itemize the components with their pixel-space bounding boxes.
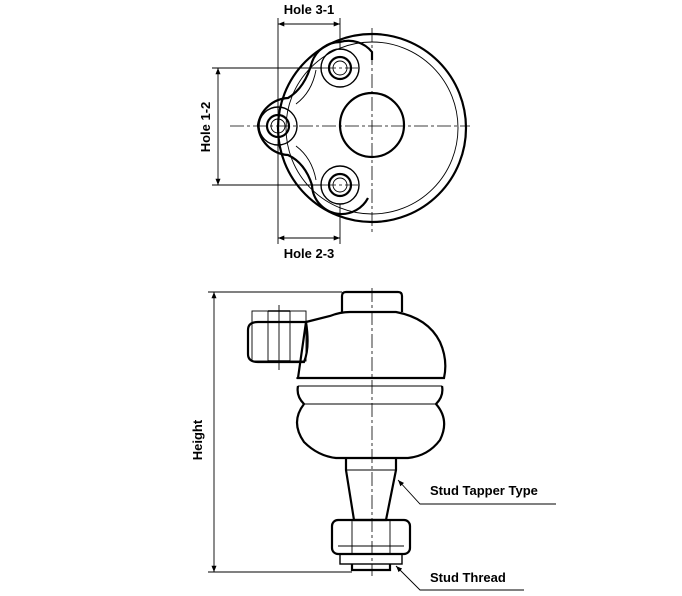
hole-3-1-label: Hole 3-1 [284, 2, 335, 17]
height-label: Height [190, 419, 205, 460]
flange-arm [246, 320, 309, 364]
hole-1-2-label: Hole 1-2 [198, 102, 213, 153]
upper-dome [296, 310, 447, 380]
stud-tapper-type-label: Stud Tapper Type [430, 483, 538, 498]
stud-thread-end [350, 564, 392, 572]
stud-thread-label: Stud Thread [430, 570, 506, 585]
flange-outline [256, 39, 374, 216]
hole-2-3-label: Hole 2-3 [284, 246, 335, 261]
castle-nut [330, 518, 412, 565]
lower-body [295, 385, 446, 460]
side-view [208, 288, 556, 591]
stud-taper [344, 458, 398, 522]
top-view [212, 18, 470, 244]
